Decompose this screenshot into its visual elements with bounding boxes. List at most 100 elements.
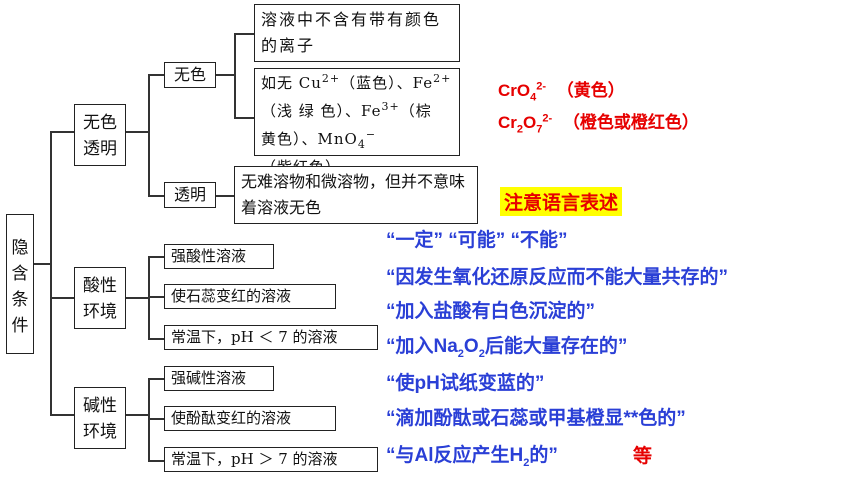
- blue-note-1: “一定” “可能” “不能”: [386, 225, 568, 252]
- blue-note-2: “因发生氧化还原反应而不能大量共存的”: [386, 262, 728, 289]
- ion-mno4-charge: −: [365, 128, 377, 141]
- node-ph-gt7: 常温下，pH ＞ 7 的溶液: [164, 447, 378, 472]
- connector-root-stub: [34, 263, 52, 265]
- node-wuse-label: 无色: [173, 65, 206, 84]
- blue-note-7: “与Al反应产生H2的”: [386, 440, 558, 469]
- node-wuse: 无色: [164, 62, 216, 88]
- blue-note-4-b: O: [463, 336, 479, 357]
- branch-colorless-box: 无色透明: [74, 104, 126, 166]
- blue-note-6: “滴加酚酞或石蕊或甲基橙显**色的”: [386, 403, 686, 430]
- blue-note-4-sub2: 2: [478, 347, 485, 360]
- node-strong-base: 强碱性溶液: [164, 366, 274, 391]
- connector-basic-stub: [126, 414, 150, 416]
- node-phenol-red: 使酚酞变红的溶液: [164, 406, 336, 431]
- blue-note-7-sub: 2: [523, 456, 530, 469]
- connector-touming: [148, 195, 164, 197]
- blue-note-5-text: “使pH试纸变蓝的”: [386, 373, 545, 394]
- cr2o7-b: O: [523, 113, 537, 132]
- branch-basic-box: 碱性环境: [74, 387, 126, 449]
- blue-note-4-c: 后能大量存在的”: [484, 336, 628, 357]
- branch-colorless-label: 无色透明: [83, 113, 117, 159]
- ion-fe2: Fe: [412, 74, 434, 92]
- cro4-color: （黄色）: [556, 81, 625, 100]
- connector-wuse-spine: [234, 33, 236, 119]
- connector-basic-1: [148, 378, 164, 380]
- connector-basic-3: [148, 460, 164, 462]
- blue-note-2-text: “因发生氧化还原反应而不能大量共存的”: [386, 267, 729, 288]
- connector-acidic-1: [148, 256, 164, 258]
- connector-acidic-stub: [126, 297, 150, 299]
- connector-root-colorless: [50, 131, 74, 133]
- cro4-sub: 4: [530, 91, 537, 104]
- root-box: 隐含条件: [6, 214, 34, 354]
- connector-colorless-spine: [148, 74, 150, 196]
- connector-root-spine: [50, 131, 52, 415]
- connector-root-basic: [50, 414, 74, 416]
- connector-touming-note: [216, 195, 234, 197]
- attention-text: 注意语言表述: [504, 193, 619, 214]
- blue-note-4-a: “加入Na: [386, 336, 458, 357]
- node-touming-label: 透明: [173, 185, 206, 204]
- blue-note-6-text: “滴加酚酞或石蕊或甲基橙显**色的”: [386, 408, 686, 429]
- connector-root-acidic: [50, 297, 74, 299]
- blue-note-3: “加入盐酸有白色沉淀的”: [386, 296, 595, 323]
- connector-wuse-note1: [234, 33, 254, 35]
- branch-acidic-box: 酸性环境: [74, 267, 126, 329]
- connector-acidic-2: [148, 296, 164, 298]
- node-ph-lt7-label: 常温下，pH ＜ 7 的溶液: [171, 328, 338, 346]
- node-strong-base-label: 强碱性溶液: [171, 369, 247, 387]
- node-litmus-red: 使石蕊变红的溶液: [164, 284, 336, 309]
- branch-basic-label: 碱性环境: [83, 396, 117, 442]
- ion-mno4-sub: 4: [357, 138, 366, 151]
- etc-note: 等: [633, 441, 652, 468]
- note-no-color-ions: 溶液中不含有带有颜色的离子: [254, 4, 460, 62]
- cr2o7-sub1: 2: [516, 123, 524, 136]
- connector-acidic-3: [148, 338, 164, 340]
- note-ions-prefix: 如无: [261, 74, 299, 92]
- cr2o7-color: （橙色或橙红色）: [562, 113, 699, 132]
- cr2o7-sub2: 7: [536, 123, 543, 136]
- cro4-charge: 2-: [536, 80, 547, 93]
- connector-wuse-stub: [216, 74, 236, 76]
- red-note-cro4: CrO42- （黄色）: [498, 76, 625, 104]
- note-no-color-ions-text: 溶液中不含有带有颜色的离子: [261, 10, 442, 55]
- connector-basic-2: [148, 418, 164, 420]
- ion-mno4: MnO: [317, 130, 358, 148]
- cr2o7-a: Cr: [498, 113, 517, 132]
- connector-basic-spine: [148, 378, 150, 462]
- blue-note-7-b: 的”: [529, 445, 558, 466]
- cro4-formula: CrO: [498, 81, 531, 100]
- note-transparent: 无难溶物和微溶物，但并不意味着溶液无色: [234, 166, 478, 224]
- note-transparent-text: 无难溶物和微溶物，但并不意味着溶液无色: [241, 172, 466, 217]
- node-touming: 透明: [164, 182, 216, 208]
- cr2o7-charge: 2-: [542, 112, 553, 125]
- root-label: 隐含条件: [11, 238, 29, 336]
- blue-note-1-text: “一定” “可能” “不能”: [386, 230, 568, 251]
- node-litmus-red-label: 使石蕊变红的溶液: [171, 287, 292, 305]
- ion-fe3-color: （棕 黄色）、: [261, 102, 432, 148]
- branch-acidic-label: 酸性环境: [83, 276, 117, 322]
- connector-wuse: [148, 74, 164, 76]
- connector-wuse-note2: [234, 117, 254, 119]
- ion-fe3: Fe: [361, 102, 382, 120]
- attention-highlight: 注意语言表述: [500, 187, 623, 216]
- ion-cu-charge: 2+: [321, 72, 341, 85]
- blue-note-4-sub1: 2: [457, 347, 464, 360]
- red-note-cr2o7: Cr2O72- （橙色或橙红色）: [498, 108, 699, 136]
- blue-note-7-a: “与Al反应产生H: [386, 445, 524, 466]
- node-strong-acid-label: 强酸性溶液: [171, 247, 247, 265]
- ion-fe2-charge: 2+: [433, 72, 452, 85]
- node-strong-acid: 强酸性溶液: [164, 244, 274, 269]
- ion-cu: Cu: [298, 74, 322, 92]
- connector-colorless-stub: [126, 131, 150, 133]
- node-ph-gt7-label: 常温下，pH ＞ 7 的溶液: [171, 450, 338, 468]
- ion-fe3-charge: 3+: [381, 100, 400, 113]
- etc-text: 等: [633, 446, 653, 467]
- node-phenol-red-label: 使酚酞变红的溶液: [171, 409, 292, 427]
- ion-fe2-color: （浅 绿 色）、: [261, 102, 362, 120]
- note-colored-ions: 如无 Cu2+（蓝色）、Fe2+（浅 绿 色）、Fe3+（棕 黄色）、MnO4−…: [254, 68, 460, 176]
- blue-note-3-text: “加入盐酸有白色沉淀的”: [386, 301, 596, 322]
- blue-note-4: “加入Na2O2后能大量存在的”: [386, 331, 628, 360]
- ion-cu-color: （蓝色）、: [340, 74, 413, 92]
- node-ph-lt7: 常温下，pH ＜ 7 的溶液: [164, 325, 378, 350]
